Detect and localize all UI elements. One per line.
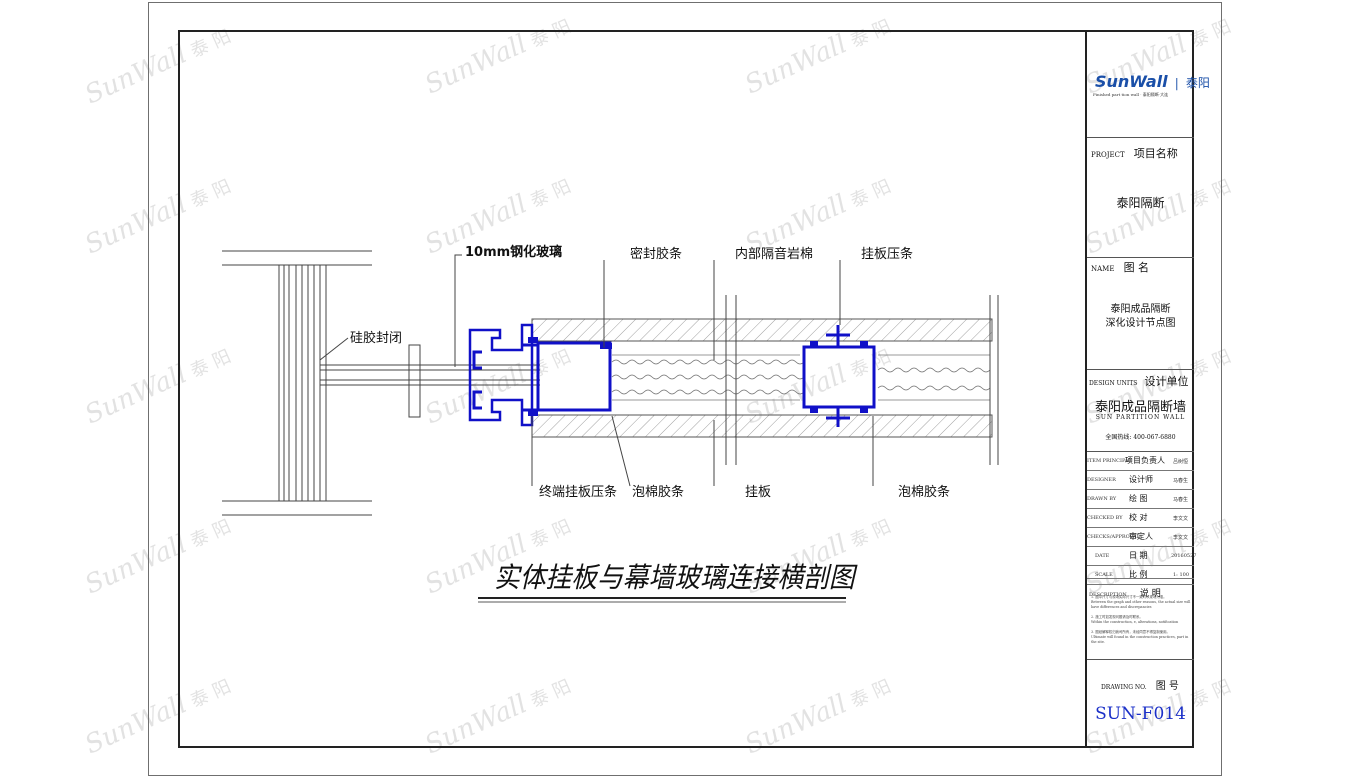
- hang-panel-bottom: [531, 414, 993, 438]
- section-drawing: [222, 250, 999, 603]
- description-label: DESCRIPTION: [1089, 592, 1127, 598]
- role-value: 20160527: [1171, 553, 1197, 559]
- tb-row: CHECKS/APPROVAL 审定人 李文文: [1087, 528, 1194, 547]
- role-en: ITEM PRINCIPAL: [1087, 458, 1132, 464]
- logo: SunWall | 泰阳: [1095, 72, 1210, 91]
- drawing-title: 实体挂板与幕墙玻璃连接横剖图: [494, 561, 855, 594]
- role-cn: 绘 图: [1129, 494, 1148, 503]
- role-en: SCALE: [1095, 572, 1113, 578]
- tb-row: DESIGNER 设计师 马春生: [1087, 471, 1194, 490]
- role-cn: 比 例: [1129, 570, 1148, 579]
- label-glass: 10mm钢化玻璃: [465, 245, 563, 260]
- tb-drawing-no-cell: DRAWING NO. 图 号 SUN-F014: [1087, 660, 1194, 746]
- description-cn: 说 明: [1139, 589, 1161, 599]
- role-cn: 校 对: [1129, 513, 1148, 522]
- label-hang-panel: 挂板: [745, 485, 772, 500]
- role-value: 马春生: [1173, 478, 1189, 484]
- label-hang-clip: 挂板压条: [861, 247, 914, 262]
- curtain-wall-mullion: [222, 250, 372, 516]
- role-en: DRAWN BY: [1087, 496, 1117, 502]
- tb-row: CHECKED BY 校 对 李文文: [1087, 509, 1194, 528]
- role-value: 李文文: [1173, 535, 1189, 541]
- tb-row: DRAWN BY 绘 图 马春生: [1087, 490, 1194, 509]
- drawing-number: SUN-F014: [1095, 704, 1186, 724]
- rockwool-fill: [611, 354, 991, 401]
- drawing-name-line-2: 深化设计节点图: [1105, 318, 1176, 329]
- role-value: 李文文: [1173, 516, 1189, 522]
- company-name-en: SUN PARTITION WALL: [1095, 414, 1186, 421]
- title-block: SunWall | 泰阳 Finished part tion wall · 泰…: [1085, 30, 1210, 748]
- note-line: 1. 图中尺寸与现场实际尺寸不一致时以现场为准。: [1091, 595, 1167, 599]
- tb-design-units-cell: DESIGN UNITS 设计单位 泰阳成品隔断墙 SUN PARTITION …: [1087, 370, 1194, 452]
- tb-row: ITEM PRINCIPAL 项目负责人 吕树恒: [1087, 452, 1194, 471]
- hotline: 全国热线: 400-067-6880: [1105, 434, 1176, 441]
- leader-lines: [454, 254, 874, 487]
- project-name: 泰阳隔断: [1116, 196, 1165, 210]
- tb-row: DATE 日 期 20160527: [1087, 547, 1197, 566]
- title-underline: [478, 597, 846, 603]
- drawing-frame: [178, 30, 1194, 748]
- note-line: Between the graph and other reasons, the…: [1091, 600, 1191, 609]
- role-value: 马春生: [1173, 497, 1189, 503]
- drawing-sheet: [148, 2, 1222, 776]
- company-name: 泰阳成品隔断墙: [1094, 400, 1186, 415]
- name-label: NAME: [1091, 265, 1115, 273]
- tb-project-cell: PROJECT 项目名称 泰阳隔断 NAME 图 名: [1087, 138, 1194, 274]
- tb-row: SCALE 比 例 1: 100: [1087, 566, 1194, 585]
- label-foam-strip: 泡棉胶条: [898, 485, 951, 500]
- label-foam-strip: 泡棉胶条: [632, 485, 685, 500]
- name-label-cn: 图 名: [1123, 261, 1150, 274]
- tb-signature-rows: ITEM PRINCIPAL 项目负责人 吕树恒 DESIGNER 设计师 马春…: [1087, 452, 1197, 585]
- hang-panel-top: [531, 318, 993, 342]
- role-en: DATE: [1095, 553, 1110, 559]
- hang-clip: [802, 325, 876, 427]
- role-en: CHECKED BY: [1087, 515, 1123, 521]
- seal-clips: [528, 337, 612, 416]
- note-line: Within the construction, e, alterations,…: [1091, 620, 1179, 624]
- note-line: Ultimate will found in the construction …: [1091, 635, 1189, 644]
- tb-logo-cell: SunWall | 泰阳 Finished part tion wall · 泰…: [1087, 30, 1210, 138]
- label-silicone: 硅胶封闭: [350, 331, 403, 346]
- role-cn: 审定人: [1129, 532, 1153, 541]
- drawing-no-cn: 图 号: [1155, 681, 1179, 692]
- role-cn: 设计师: [1129, 475, 1153, 484]
- role-cn: 项目负责人: [1125, 456, 1165, 465]
- tb-description-cell: DESCRIPTION 说 明 1. 图中尺寸与现场实际尺寸不一致时以现场为准。…: [1087, 578, 1194, 660]
- label-seal-strip: 密封胶条: [630, 247, 683, 262]
- role-cn: 日 期: [1129, 551, 1148, 560]
- role-en: DESIGNER: [1087, 477, 1116, 483]
- note-line: 3. 图纸解释权归我司所有，未经同意不得复制使用。: [1091, 630, 1170, 634]
- design-units-cn: 设计单位: [1144, 375, 1189, 388]
- hang-clip-teeth: [810, 341, 868, 413]
- glass-pane: [320, 344, 540, 418]
- label-end-clip: 终端挂板压条: [539, 485, 618, 500]
- tb-drawing-name-cell: 泰阳成品隔断 深化设计节点图: [1087, 258, 1194, 370]
- role-en: CHECKS/APPROVAL: [1087, 534, 1140, 540]
- project-label: PROJECT: [1091, 151, 1125, 159]
- vertical-studs: [725, 295, 999, 465]
- role-value: 1: 100: [1173, 572, 1189, 578]
- label-rockwool: 内部隔音岩棉: [735, 247, 814, 262]
- role-value: 吕树恒: [1173, 459, 1189, 465]
- design-units-label: DESIGN UNITS: [1089, 380, 1138, 387]
- project-label-cn: 项目名称: [1133, 147, 1178, 160]
- logo-subtitle: Finished part tion wall · 泰阳隔断·大连: [1093, 92, 1169, 97]
- drawing-no-label: DRAWING NO.: [1101, 684, 1147, 691]
- note-line: 2. 施工时如发现问题请及时联系。: [1091, 615, 1143, 619]
- drawing-name-line-1: 泰阳成品隔断: [1110, 304, 1171, 315]
